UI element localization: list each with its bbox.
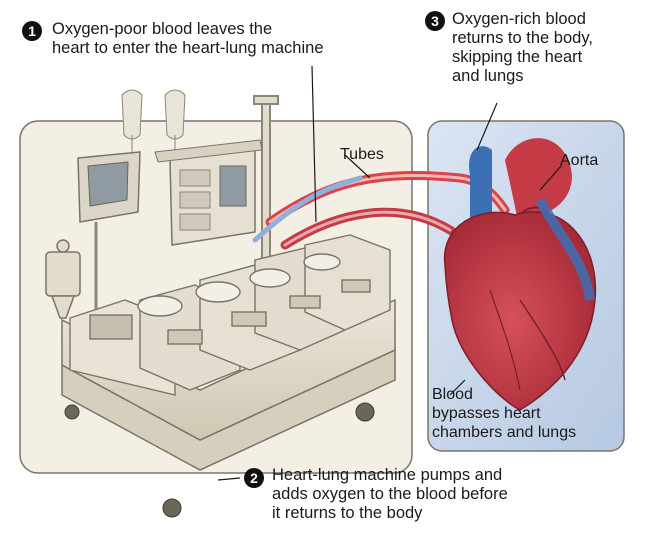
callout-3-line-4: and lungs: [452, 67, 593, 86]
callout-2-line-2: adds oxygen to the blood before: [272, 485, 508, 504]
monitor-right: [155, 140, 262, 245]
blood-label-line-1: Blood: [432, 385, 576, 404]
callout-2-text: Heart-lung machine pumps and adds oxygen…: [272, 466, 508, 523]
callout-3-line-2: returns to the body,: [452, 29, 593, 48]
blood-label-line-3: chambers and lungs: [432, 423, 576, 442]
callout-3-line-1: Oxygen-rich blood: [452, 10, 593, 29]
callout-1-line-2: heart to enter the heart-lung machine: [52, 39, 324, 58]
callout-2-line-1: Heart-lung machine pumps and: [272, 466, 508, 485]
blood-label-line-2: bypasses heart: [432, 404, 576, 423]
callout-3-text: Oxygen-rich blood returns to the body, s…: [452, 10, 593, 86]
callout-3-number-badge: 3: [425, 11, 445, 31]
blood-bypass-label: Blood bypasses heart chambers and lungs: [432, 385, 576, 442]
callout-2-number-badge: 2: [244, 468, 264, 488]
callout-2-line-3: it returns to the body: [272, 504, 508, 523]
callout-1-number-badge: 1: [22, 21, 42, 41]
callout-1-line-1: Oxygen-poor blood leaves the: [52, 20, 324, 39]
callout-1-text: Oxygen-poor blood leaves the heart to en…: [52, 20, 324, 58]
tubes-label: Tubes: [340, 145, 384, 164]
aorta-label: Aorta: [560, 151, 598, 170]
callout-3-line-3: skipping the heart: [452, 48, 593, 67]
